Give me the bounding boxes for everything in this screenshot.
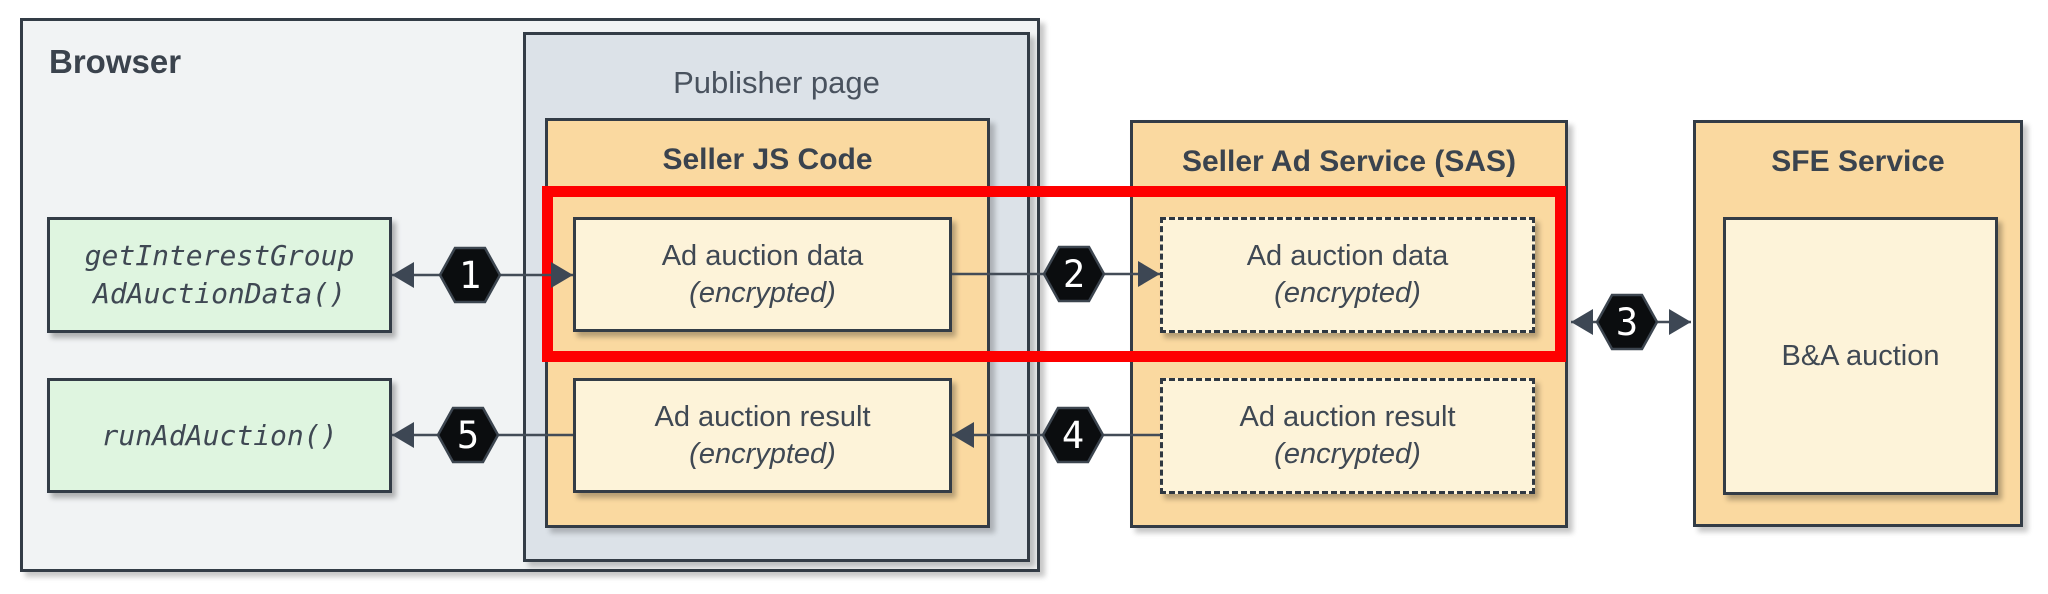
hexagon-icon — [1041, 406, 1105, 464]
box-text-encrypted: (encrypted) — [689, 276, 836, 309]
box-text-encrypted: (encrypted) — [1274, 277, 1421, 309]
api-call-line: getInterestGroup — [84, 239, 355, 272]
publisher-page-label: Publisher page — [673, 65, 880, 100]
arrowhead-right-step-3 — [1669, 309, 1691, 335]
box-text-encrypted: (encrypted) — [689, 437, 836, 470]
hexagon-icon — [1595, 293, 1659, 351]
step-badge-3: 3 — [1595, 293, 1659, 351]
box-text-line: Ad auction data — [1246, 240, 1449, 272]
sfe-service-title: SFE Service — [1771, 145, 1945, 178]
sfe-service-container: SFE Service B&A auction — [1693, 120, 2023, 527]
box-text-line: Ad auction result — [1239, 401, 1456, 433]
box-text-line: B&A auction — [1781, 339, 1940, 372]
seller-js-ad-auction-data-box: Ad auction data (encrypted) — [573, 217, 952, 332]
sas-ad-auction-data-box: Ad auction data (encrypted) — [1160, 217, 1535, 333]
step-badge-4: 4 — [1041, 406, 1105, 464]
bna-auction-box: B&A auction — [1723, 217, 1998, 495]
highlight-rectangle — [542, 186, 1566, 362]
step-number: 4 — [1062, 414, 1084, 457]
step-number: 3 — [1616, 301, 1638, 344]
arrowhead-left-step-3 — [1571, 309, 1593, 335]
api-box-get-interest-group-ad-auction-data: getInterestGroup AdAuctionData() — [47, 217, 392, 333]
box-text-line: Ad auction result — [654, 400, 871, 433]
browser-label: Browser — [49, 43, 182, 80]
sas-ad-auction-result-box: Ad auction result (encrypted) — [1160, 378, 1535, 494]
box-text-encrypted: (encrypted) — [1274, 438, 1421, 470]
seller-ad-service-title: Seller Ad Service (SAS) — [1181, 145, 1517, 178]
seller-js-code-title: Seller JS Code — [662, 143, 873, 176]
api-call-line: AdAuctionData() — [93, 277, 346, 310]
api-box-run-ad-auction: runAdAuction() — [47, 378, 392, 493]
box-text-line: Ad auction data — [661, 239, 864, 272]
api-call-line: runAdAuction() — [101, 418, 338, 452]
seller-js-ad-auction-result-box: Ad auction result (encrypted) — [573, 378, 952, 493]
